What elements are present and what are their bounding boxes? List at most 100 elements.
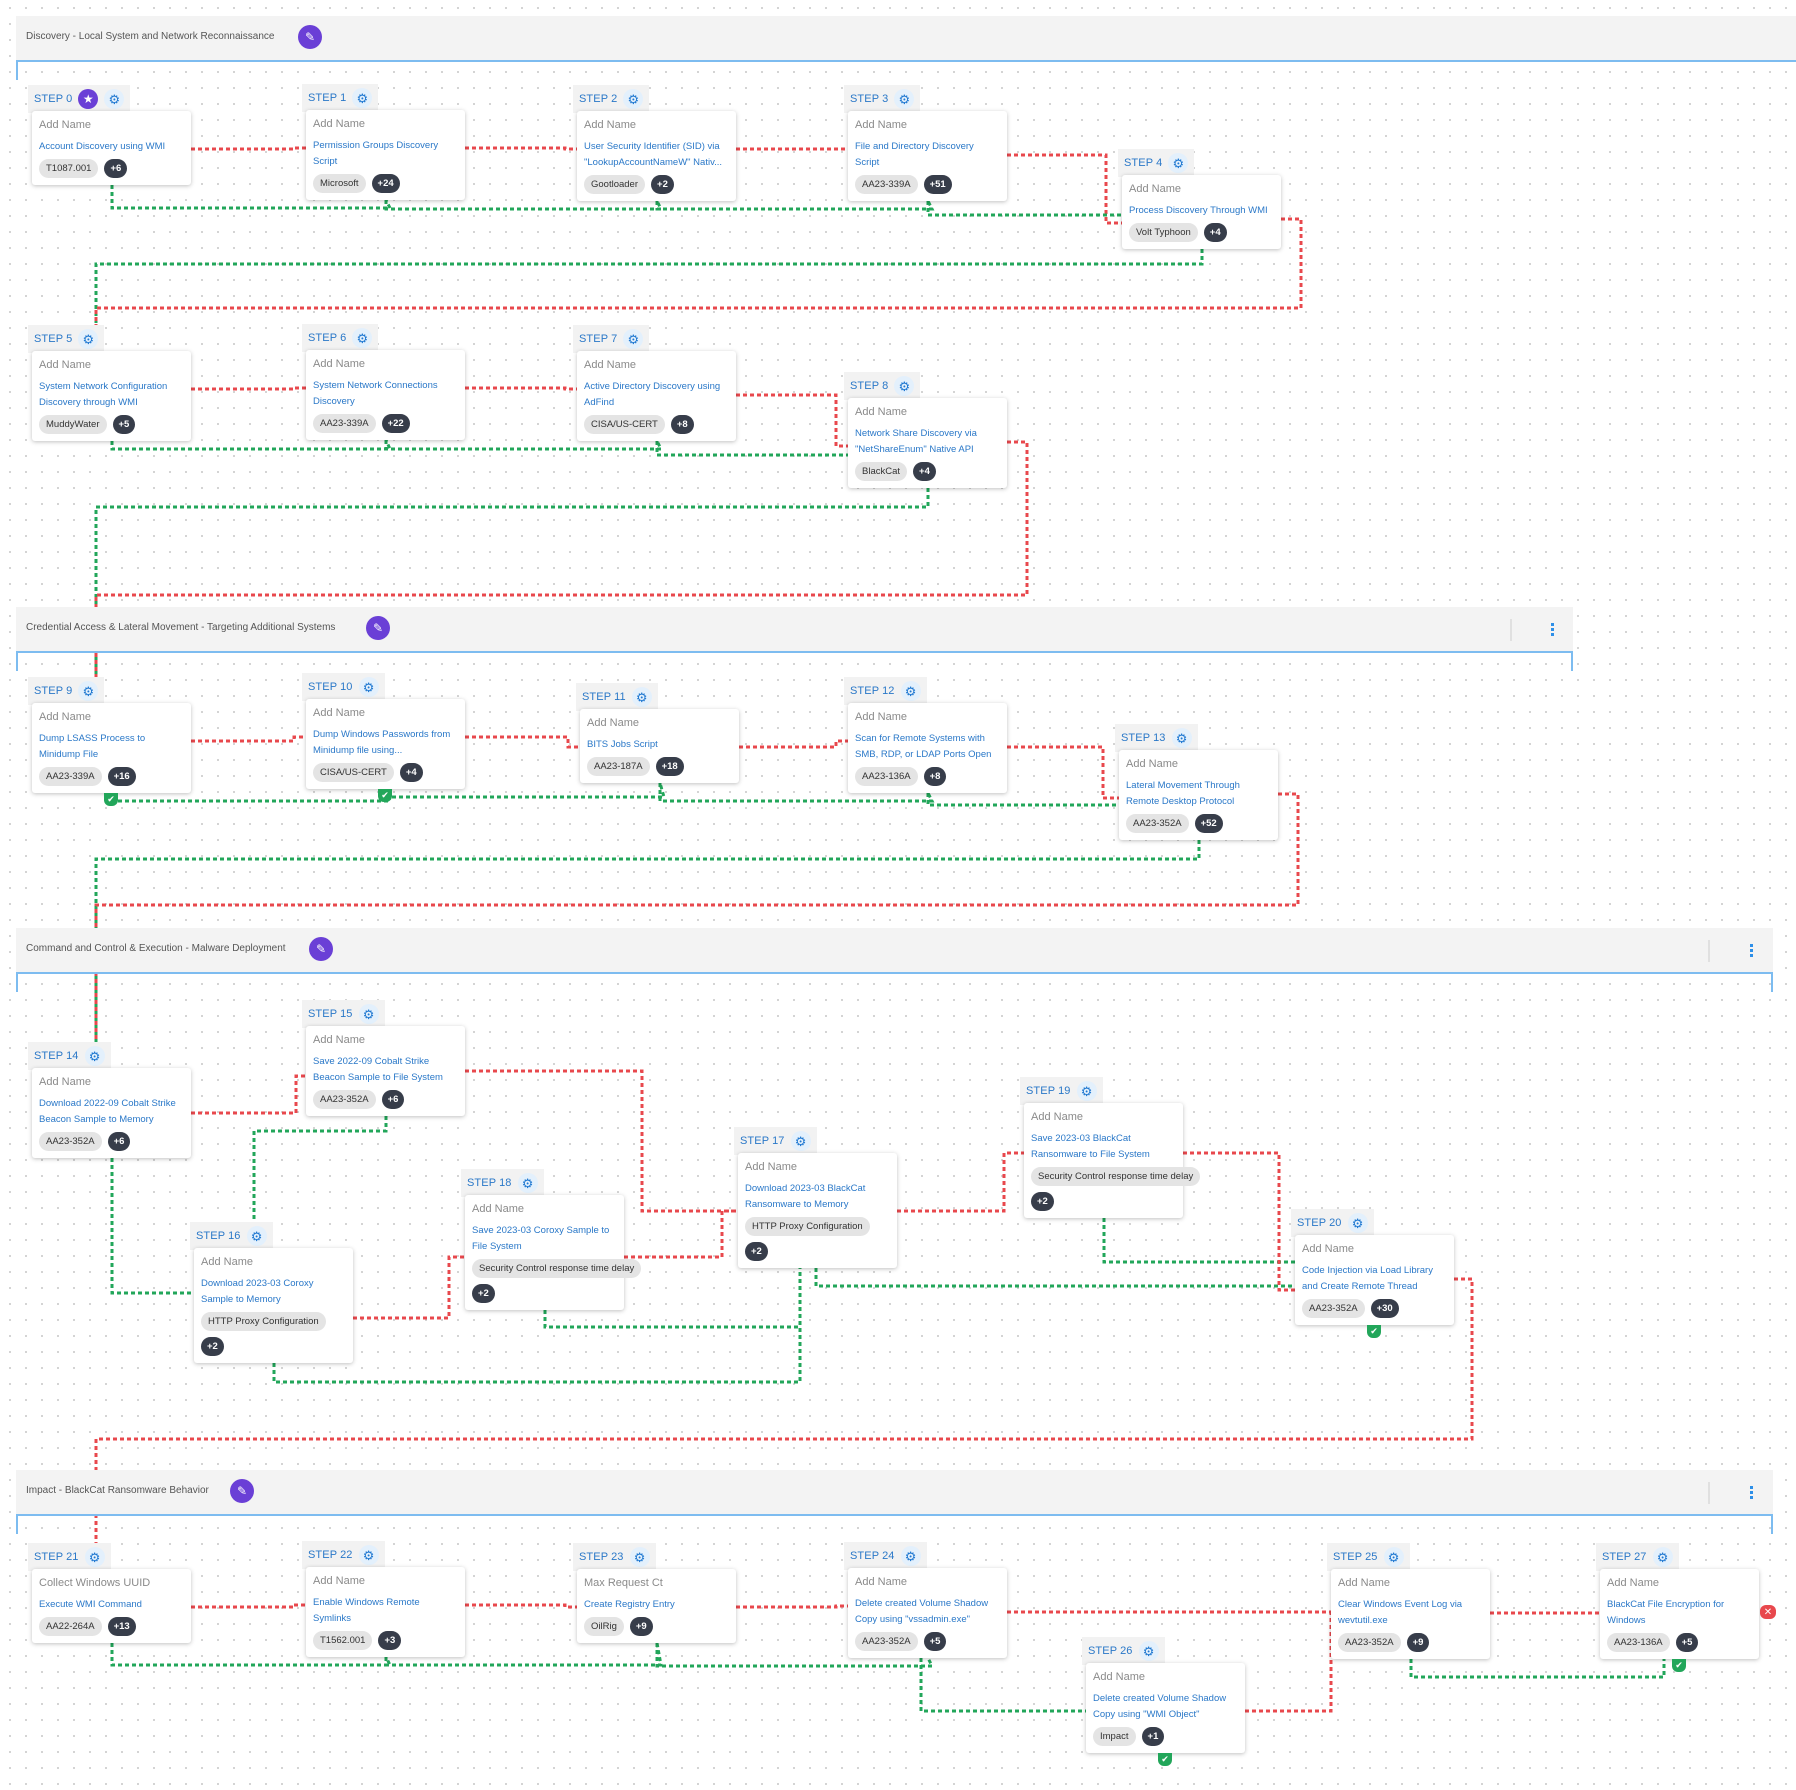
step-name[interactable]: Add Name [313,358,365,370]
gear-icon[interactable]: ⚙ [84,1547,105,1567]
gear-icon[interactable]: ⚙ [352,88,373,108]
tag-chip[interactable]: AA23-136A [855,767,918,786]
gear-icon[interactable]: ⚙ [358,677,379,697]
more-tags-badge[interactable]: +22 [381,414,410,433]
tag-chip[interactable]: AA23-352A [313,1090,376,1109]
more-tags-badge[interactable]: +24 [371,174,400,193]
pencil-icon[interactable]: ✎ [309,937,333,961]
step-name[interactable]: Add Name [1126,758,1178,770]
step-action-link[interactable]: Network Share Discovery via "NetShareEnu… [855,428,977,455]
gear-icon[interactable]: ⚙ [1171,728,1192,748]
step-action-link[interactable]: Save 2022-09 Cobalt Strike Beacon Sample… [313,1056,443,1083]
step-name[interactable]: Add Name [1129,183,1181,195]
more-tags-badge[interactable]: +2 [1031,1192,1054,1211]
gear-icon[interactable]: ⚙ [631,687,652,707]
step-name[interactable]: Add Name [1607,1577,1659,1589]
tag-chip[interactable]: AA23-339A [855,175,918,194]
step-name[interactable]: Add Name [584,359,636,371]
step-action-link[interactable]: Save 2023-03 Coroxy Sample to File Syste… [472,1225,610,1252]
step-action-link[interactable]: Active Directory Discovery using AdFind [584,381,721,408]
tag-chip[interactable]: AA23-339A [39,767,102,786]
more-tags-badge[interactable]: +4 [1203,223,1227,242]
step-action-link[interactable]: BITS Jobs Script [587,739,658,750]
tag-chip[interactable]: Security Control response time delay [1031,1167,1201,1186]
step-name[interactable]: Max Request Ct [584,1577,663,1589]
step-name[interactable]: Add Name [587,717,639,729]
tag-chip[interactable]: AA23-339A [313,414,376,433]
gear-icon[interactable]: ⚙ [358,1545,379,1565]
more-tags-badge[interactable]: +51 [923,175,952,194]
gear-icon[interactable]: ⚙ [1383,1547,1404,1567]
tag-chip[interactable]: Impact [1093,1727,1136,1746]
step-name[interactable]: Add Name [855,711,907,723]
step-action-link[interactable]: Dump LSASS Process to Minidump File [39,733,146,760]
step-action-link[interactable]: BlackCat File Encryption for Windows [1607,1599,1725,1626]
step-name[interactable]: Add Name [855,406,907,418]
gear-icon[interactable]: ⚙ [623,329,644,349]
step-action-link[interactable]: Dump Windows Passwords from Minidump fil… [313,729,451,756]
gear-icon[interactable]: ⚙ [84,1046,105,1066]
more-tags-badge[interactable]: +6 [381,1090,405,1109]
tag-chip[interactable]: T1087.001 [39,159,99,178]
tag-chip[interactable]: MuddyWater [39,415,107,434]
step-action-link[interactable]: Execute WMI Command [39,1599,142,1610]
step-action-link[interactable]: Code Injection via Load Library and Crea… [1302,1265,1433,1292]
step-action-link[interactable]: Save 2023-03 BlackCat Ransomware to File… [1031,1133,1150,1160]
step-action-link[interactable]: Permission Groups Discovery Script [313,140,439,167]
more-tags-badge[interactable]: +1 [1141,1727,1165,1746]
more-tags-badge[interactable]: +2 [745,1242,768,1261]
tag-chip[interactable]: Gootloader [584,175,646,194]
step-name[interactable]: Add Name [472,1203,524,1215]
tag-chip[interactable]: Volt Typhoon [1129,223,1198,242]
gear-icon[interactable]: ⚙ [900,681,921,701]
more-tags-badge[interactable]: +16 [107,767,136,786]
gear-icon[interactable]: ⚙ [790,1131,811,1151]
step-action-link[interactable]: Clear Windows Event Log via wevtutil.exe [1338,1599,1463,1626]
pencil-icon[interactable]: ✎ [230,1479,254,1503]
more-tags-badge[interactable]: +2 [651,175,674,194]
more-tags-badge[interactable]: +6 [104,159,128,178]
tag-chip[interactable]: OilRig [584,1617,624,1636]
tag-chip[interactable]: HTTP Proxy Configuration [745,1217,870,1236]
more-tags-badge[interactable]: +2 [201,1337,224,1356]
more-tags-badge[interactable]: +8 [923,767,947,786]
step-action-link[interactable]: Account Discovery using WMI [39,141,166,152]
gear-icon[interactable]: ⚙ [894,89,915,109]
gear-icon[interactable]: ⚙ [104,89,125,109]
more-tags-badge[interactable]: +13 [107,1617,136,1636]
step-name[interactable]: Add Name [313,118,365,130]
more-tags-badge[interactable]: +5 [112,415,136,434]
step-name[interactable]: Add Name [39,1076,91,1088]
step-name[interactable]: Add Name [313,1034,365,1046]
tag-chip[interactable]: AA23-187A [587,757,650,776]
step-action-link[interactable]: User Security Identifier (SID) via "Look… [584,141,723,168]
more-tags-badge[interactable]: +18 [655,757,684,776]
step-name[interactable]: Add Name [39,119,91,131]
gear-icon[interactable]: ⚙ [78,681,99,701]
kebab-menu-icon[interactable] [1746,1482,1756,1502]
step-name[interactable]: Add Name [39,711,91,723]
step-action-link[interactable]: Enable Windows Remote Symlinks [313,1597,420,1624]
tag-chip[interactable]: CISA/US-CERT [584,415,665,434]
more-tags-badge[interactable]: +9 [629,1617,653,1636]
